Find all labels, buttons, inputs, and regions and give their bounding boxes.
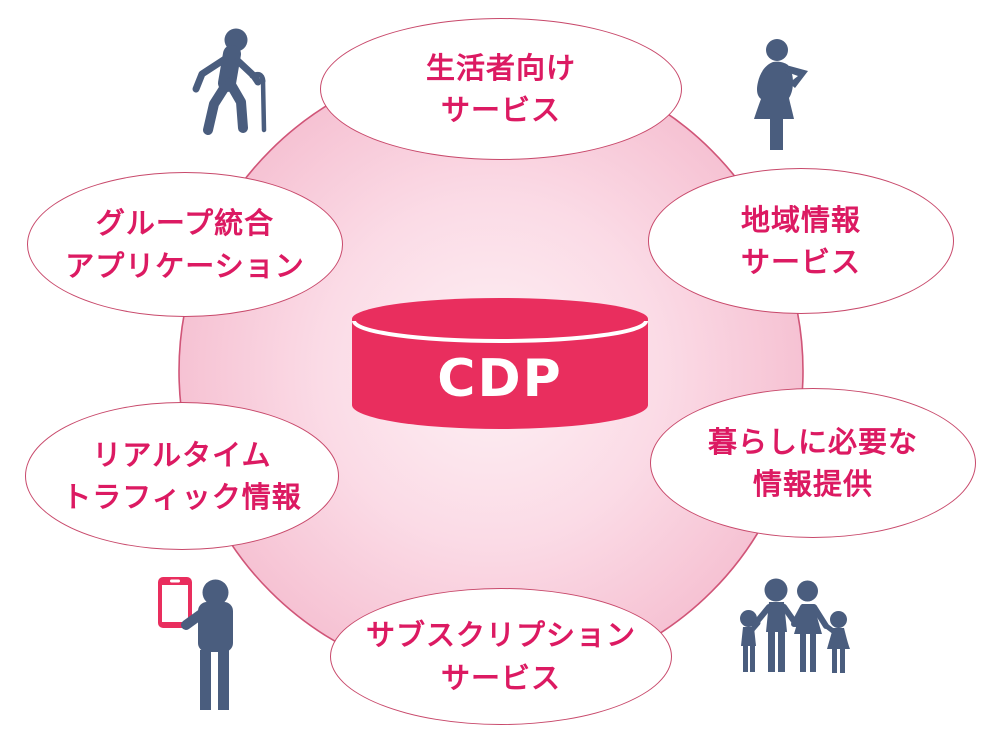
node-label-line: 暮らしに必要な — [707, 424, 918, 459]
cylinder-body — [352, 319, 648, 429]
node-living-info: 暮らしに必要な 情報提供 — [650, 388, 976, 538]
node-label-line: リアルタイム — [92, 437, 272, 472]
node-label-line: サブスクリプション — [365, 618, 636, 653]
elderly-person-with-cane-icon — [192, 28, 267, 135]
cdp-label: CDP — [437, 349, 562, 409]
node-label-line: 生活者向け — [425, 50, 576, 85]
node-label-line: サービス — [440, 660, 561, 695]
node-label-line: グループ統合 — [95, 206, 275, 241]
node-subscription: サブスクリプション サービス — [330, 588, 672, 725]
node-consumer-services: 生活者向け サービス — [320, 18, 682, 160]
cdp-cylinder: CDP — [352, 298, 648, 429]
pregnant-woman-icon — [754, 39, 808, 150]
node-group-apps: グループ統合 アプリケーション — [27, 172, 343, 317]
node-label-line: 情報提供 — [752, 467, 873, 501]
node-label-line: アプリケーション — [65, 248, 305, 283]
node-realtime-traffic: リアルタイム トラフィック情報 — [25, 402, 339, 550]
cylinder-rim-highlight — [352, 320, 648, 343]
cylinder-top — [352, 298, 648, 340]
smartphone-icon — [158, 577, 192, 628]
node-label-line: トラフィック情報 — [62, 480, 302, 514]
node-label-line: サービス — [740, 245, 861, 279]
node-label-line: 地域情報 — [740, 202, 861, 237]
node-regional-info: 地域情報 サービス — [648, 168, 954, 314]
person-holding-smartphone-icon — [158, 577, 233, 710]
family-icon — [740, 578, 850, 673]
node-label-line: サービス — [440, 93, 561, 127]
